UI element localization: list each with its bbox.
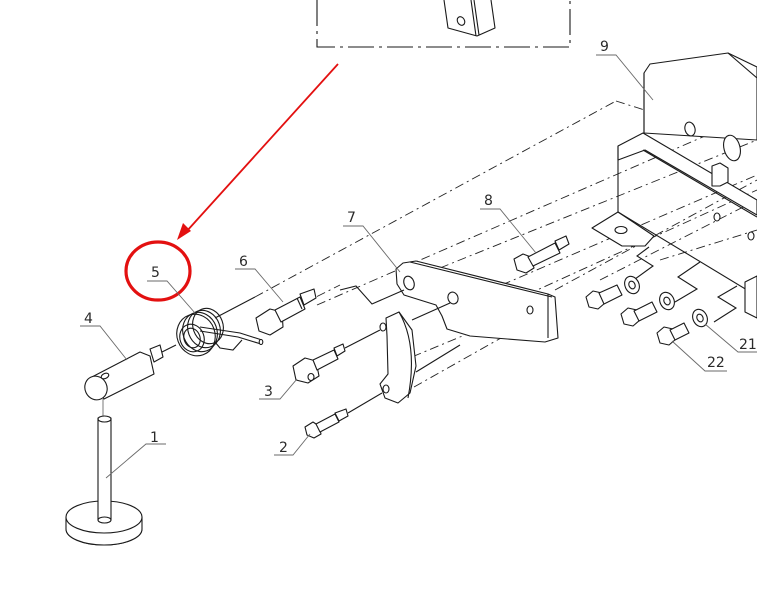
part-9-mounting-bracket — [591, 52, 757, 323]
part-1-post-with-base — [65, 415, 143, 546]
highlight-circle — [124, 240, 192, 302]
callout-label-4: 4 — [80, 311, 128, 361]
part-22-hex-bolts — [585, 284, 690, 346]
part-number-9: 9 — [600, 39, 609, 55]
part-8-hex-bolt — [513, 235, 570, 274]
callout-label-1: 1 — [105, 430, 166, 479]
part-7-lever-plate — [339, 260, 559, 343]
part-number-7: 7 — [347, 210, 356, 226]
callout-label-22: 22 — [671, 340, 727, 372]
part-number-8: 8 — [484, 193, 493, 209]
part-number-5: 5 — [151, 265, 160, 281]
part-number-6: 6 — [239, 254, 248, 270]
part-6-hex-shoulder-bolt — [255, 288, 317, 336]
part-number-22: 22 — [707, 355, 725, 371]
part-number-3: 3 — [264, 384, 273, 400]
assembly-center-lines — [254, 100, 757, 388]
callout-label-7: 7 — [343, 210, 401, 273]
callout-label-6: 6 — [235, 254, 284, 303]
part-number-4: 4 — [84, 311, 93, 327]
part-21-washers — [624, 275, 708, 328]
part-number-2: 2 — [279, 440, 288, 456]
inset-detail-box — [316, 0, 571, 48]
part-number-21: 21 — [739, 337, 757, 353]
part-3-screw — [292, 329, 381, 384]
callout-label-3: 3 — [259, 378, 298, 400]
red-pointer-arrow — [177, 63, 339, 240]
callout-label-9: 9 — [596, 39, 654, 101]
callout-label-8: 8 — [480, 193, 537, 254]
callout-label-5: 5 — [147, 265, 196, 314]
part-4-cylindrical-holder — [84, 344, 177, 418]
callout-label-2: 2 — [274, 433, 311, 456]
callout-label-21: 21 — [704, 323, 757, 353]
flange-part — [379, 302, 461, 404]
part-5-torsion-spring — [176, 296, 264, 357]
part-2-screw — [304, 392, 383, 439]
part-number-1: 1 — [150, 430, 159, 446]
